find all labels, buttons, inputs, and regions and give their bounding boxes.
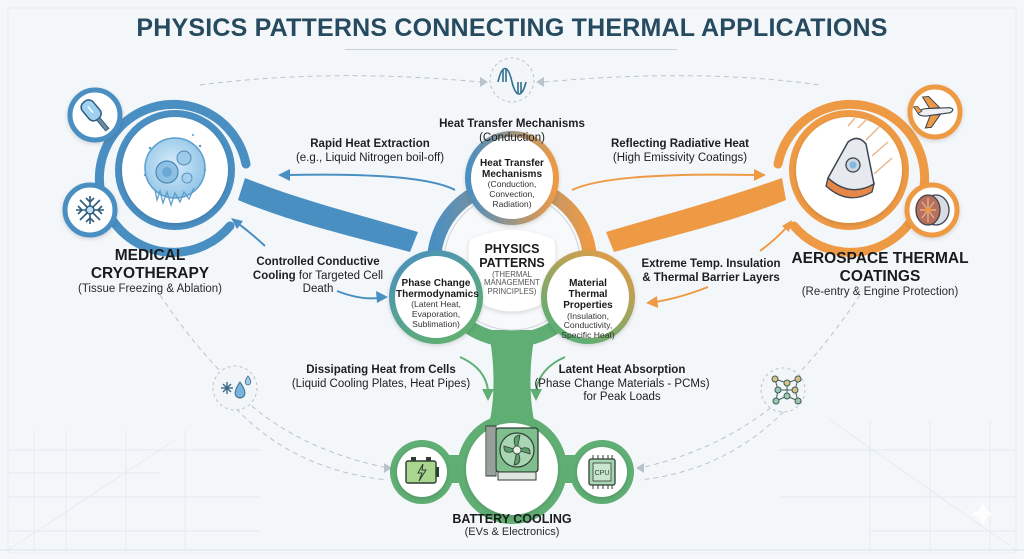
- hub-node-material-ring: [541, 250, 635, 344]
- dashed-cycle-arrows: [384, 77, 644, 473]
- annotation-detail: (Phase Change Materials - PCMs): [534, 377, 710, 390]
- battery-cooling-label: BATTERY COOLING (EVs & Electronics): [412, 512, 612, 539]
- heatsink-fan-icon: [485, 425, 539, 481]
- battery-icon: [405, 457, 439, 484]
- annotation-detail-cont: for Peak Loads: [583, 391, 661, 404]
- annotation-title-cont: & Thermal Barrier Layers: [642, 271, 780, 284]
- snowflake-icon: [76, 196, 104, 224]
- hub-node-detail: (Latent Heat, Evaporation, Sublimation): [411, 299, 461, 329]
- annotation-dissipating-heat: Dissipating Heat from Cells (Liquid Cool…: [286, 364, 476, 391]
- annotation-extreme-insulation: Extreme Temp. Insulation & Thermal Barri…: [636, 258, 786, 285]
- hub-node-material: Material Thermal Properties (Insulation,…: [552, 278, 624, 340]
- hub-node-title: Material Thermal Properties: [563, 278, 613, 312]
- annotation-title: Dissipating Heat from Cells: [306, 364, 456, 376]
- annotation-reflecting-radiative-heat: Reflecting Radiative Heat (High Emissivi…: [585, 138, 775, 165]
- reentry-capsule-icon: [825, 117, 893, 199]
- annotation-detail: (Liquid Cooling Plates, Heat Pipes): [291, 377, 471, 390]
- top-label: Heat Transfer Mechanisms (Conduction): [412, 118, 612, 145]
- sparkle-icon: [971, 502, 995, 526]
- lattice-icon: [771, 375, 802, 405]
- hub-center: PHYSICS PATTERNS (THERMAL MANAGEMENT PRI…: [470, 242, 554, 297]
- annotation-rapid-heat-extraction: Rapid Heat Extraction (e.g., Liquid Nitr…: [270, 138, 470, 165]
- aerospace-coatings-label: AEROSPACE THERMAL COATINGS (Re-entry & E…: [790, 250, 970, 299]
- annotation-latent-heat: Latent Heat Absorption (Phase Change Mat…: [532, 364, 712, 405]
- aerospace-branch: [606, 178, 786, 252]
- snow-water-icon: [221, 375, 252, 399]
- title-underline: [345, 49, 677, 50]
- annotation-detail: for Targeted Cell: [295, 269, 384, 282]
- top-label-title: Heat Transfer Mechanisms: [439, 118, 585, 130]
- hub-node-phase-change-ring: [389, 250, 483, 344]
- cryoprobe-icon: [80, 99, 110, 132]
- hub-node-detail: (Conduction, Convection, Radiation): [487, 179, 537, 209]
- top-label-detail: (Conduction): [479, 131, 545, 144]
- hub-node-heat-transfer-ring: [465, 131, 559, 225]
- wave-icon: [497, 67, 527, 95]
- annotation-title-cont: Cooling: [252, 269, 296, 282]
- snow-water-icon-circle: [212, 365, 258, 411]
- application-subtitle: (Tissue Freezing & Ablation): [77, 282, 223, 295]
- annotation-title: Reflecting Radiative Heat: [610, 138, 750, 150]
- cpu-icon: CPU: [588, 455, 616, 489]
- application-title: MEDICAL: [114, 247, 186, 264]
- background-grid: [7, 7, 1017, 554]
- hub-center-blob: [468, 230, 556, 312]
- annotation-detail-cont: Death: [302, 283, 334, 296]
- jet-engine-icon: [915, 194, 950, 226]
- medical-branch: [238, 178, 418, 252]
- application-title-cont: CRYOTHERAPY: [90, 264, 210, 282]
- annotation-title: Controlled Conductive: [256, 256, 380, 268]
- dashed-cycle: [159, 75, 861, 481]
- hub-node-detail: (Insulation, Conductivity, Specific Heat…: [561, 310, 615, 340]
- hub-node-title: Phase Change Thermodynamics: [396, 278, 479, 301]
- hub-subtitle: (THERMAL MANAGEMENT PRINCIPLES): [484, 269, 540, 297]
- annotation-title: Extreme Temp. Insulation: [641, 258, 781, 270]
- airplane-icon: [912, 95, 954, 129]
- medical-cryotherapy-label: MEDICAL CRYOTHERAPY (Tissue Freezing & A…: [60, 247, 240, 296]
- annotation-detail: (High Emissivity Coatings): [612, 151, 748, 164]
- application-title: BATTERY COOLING: [452, 512, 572, 526]
- application-title: AEROSPACE THERMAL: [791, 250, 969, 267]
- annotation-arrows: [231, 169, 792, 401]
- battery-branch: [488, 330, 536, 420]
- application-subtitle: (Re-entry & Engine Protection): [801, 285, 959, 298]
- hub-title: PHYSICS PATTERNS: [479, 242, 545, 271]
- application-subtitle: (EVs & Electronics): [464, 526, 560, 539]
- page-title: PHYSICS PATTERNS CONNECTING THERMAL APPL…: [136, 14, 888, 42]
- annotation-detail: (e.g., Liquid Nitrogen boil-off): [295, 151, 445, 164]
- annotation-title: Rapid Heat Extraction: [310, 138, 430, 150]
- application-title-cont: COATINGS: [839, 267, 921, 285]
- cpu-label: CPU: [595, 470, 610, 477]
- hub-node-phase-change: Phase Change Thermodynamics (Latent Heat…: [396, 278, 479, 329]
- hub-node-heat-transfer: Heat Transfer Mechanisms (Conduction, Co…: [476, 158, 548, 209]
- annotation-title: Latent Heat Absorption: [558, 364, 686, 376]
- annotation-controlled-cooling: Controlled Conductive Cooling for Target…: [244, 256, 392, 297]
- cell-icon: [143, 134, 207, 208]
- hub-node-title: Heat Transfer Mechanisms: [480, 158, 544, 181]
